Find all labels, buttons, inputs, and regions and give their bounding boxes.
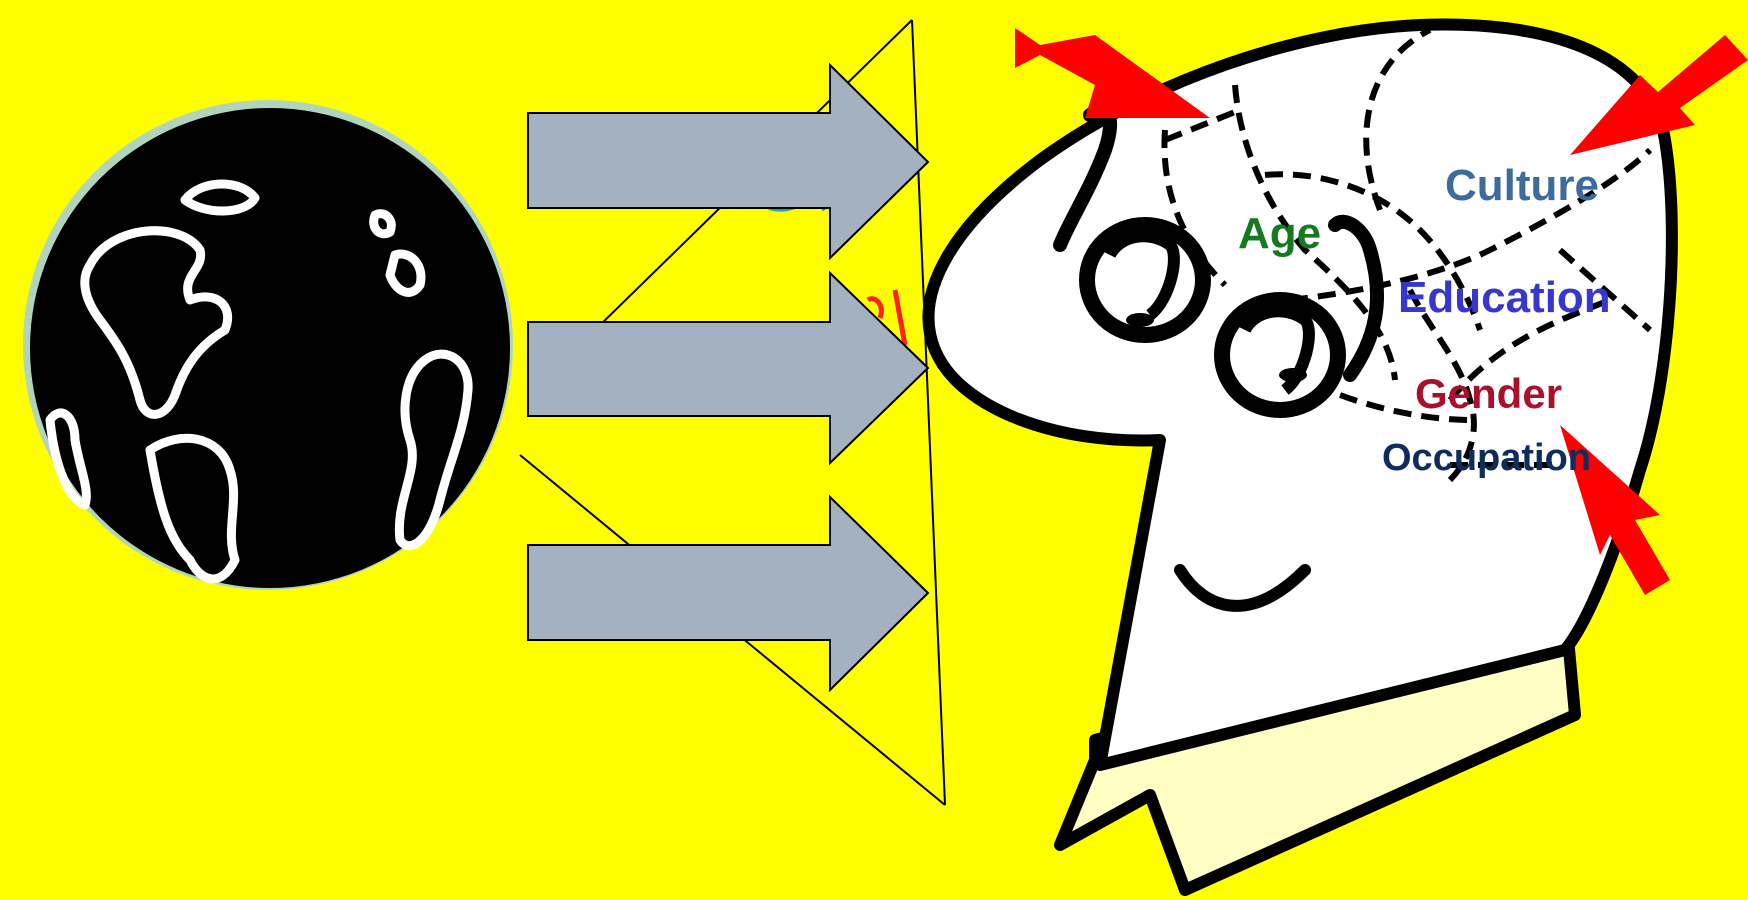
brain-label-occupation: Occupation	[1382, 437, 1591, 479]
brain-label-age: Age	[1238, 209, 1321, 258]
brain-label-culture: Culture	[1445, 161, 1599, 210]
right-arrow-icon	[528, 497, 928, 690]
pointer-arrow-icon	[1015, 28, 1210, 118]
globe-icon	[23, 100, 513, 590]
right-arrow-icon	[528, 65, 928, 258]
brain-label-education: Education	[1398, 273, 1611, 322]
right-arrow-icon	[528, 273, 928, 463]
brain-label-gender: Gender	[1415, 370, 1562, 417]
